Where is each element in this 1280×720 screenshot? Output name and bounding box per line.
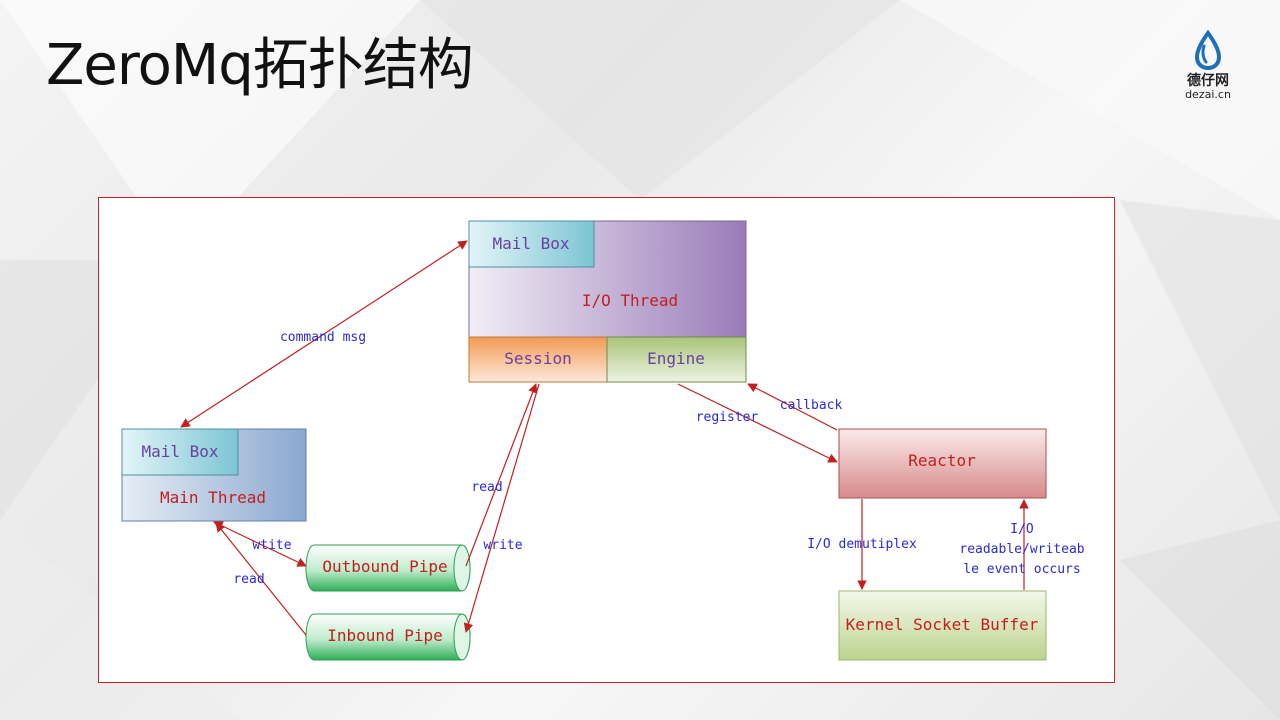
outbound-pipe-label: Outbound Pipe bbox=[322, 557, 447, 576]
io-mailbox-label: Mail Box bbox=[492, 234, 569, 253]
edge-main-to-outbound bbox=[213, 521, 307, 567]
reactor-box bbox=[838, 428, 1047, 499]
edge-label-event-line1: I/O bbox=[1010, 522, 1034, 537]
outbound-pipe-node: Outbound Pipe bbox=[305, 544, 471, 592]
io-thread-label: I/O Thread bbox=[582, 291, 678, 310]
kernel-buffer-node: Kernel Socket Buffer bbox=[838, 590, 1047, 661]
reactor-node: Reactor bbox=[838, 428, 1047, 499]
logo: 德仔网 dezai.cn bbox=[1176, 29, 1240, 106]
edge-label-main-read: read bbox=[233, 572, 264, 587]
engine-label: Engine bbox=[647, 349, 705, 368]
edge-label-register: register bbox=[696, 410, 759, 425]
edge-label-demultiplex: I/O demutiplex bbox=[807, 537, 917, 552]
inbound-pipe-node: Inbound Pipe bbox=[305, 613, 471, 661]
engine-box bbox=[606, 336, 747, 383]
edges bbox=[180, 240, 1029, 636]
main-thread-node: Mail Box Main Thread bbox=[121, 428, 307, 522]
io-thread-node: Mail Box I/O Thread Session Engine bbox=[468, 220, 747, 383]
edge-inbound-to-main bbox=[215, 522, 307, 636]
edge-label-session-write: write bbox=[483, 538, 522, 553]
logo-name: 德仔网 bbox=[1187, 73, 1229, 89]
edge-session-to-inbound bbox=[463, 383, 540, 633]
edge-label-callback: callback bbox=[780, 398, 843, 413]
kernel-buffer-label: Kernel Socket Buffer bbox=[846, 615, 1039, 634]
edge-command-msg bbox=[180, 240, 468, 428]
edge-label-main-write: wtite bbox=[252, 538, 291, 553]
io-mailbox-box bbox=[468, 220, 595, 268]
outbound-pipe-cap bbox=[453, 544, 471, 592]
edge-label-event-line2: readable/writeab bbox=[959, 542, 1084, 557]
slide-title: ZeroMq拓扑结构 bbox=[46, 33, 474, 98]
water-drop-icon bbox=[1194, 29, 1222, 71]
inbound-pipe-label: Inbound Pipe bbox=[327, 626, 443, 645]
edge-label-event-line3: le event occurs bbox=[963, 562, 1080, 577]
inbound-pipe-cap bbox=[453, 613, 471, 661]
main-thread-label: Main Thread bbox=[160, 488, 266, 507]
edge-label-command-msg: command msg bbox=[280, 330, 366, 345]
edge-reactor-callback bbox=[747, 383, 838, 431]
edge-label-session-read: read bbox=[471, 480, 502, 495]
logo-domain: dezai.cn bbox=[1185, 88, 1231, 101]
main-mailbox-box bbox=[121, 428, 239, 476]
kernel-buffer-box bbox=[838, 590, 1047, 661]
edge-engine-register bbox=[677, 383, 838, 463]
session-label: Session bbox=[504, 349, 571, 368]
main-mailbox-label: Mail Box bbox=[141, 442, 218, 461]
edge-outbound-to-session bbox=[465, 383, 538, 567]
reactor-label: Reactor bbox=[908, 451, 976, 470]
